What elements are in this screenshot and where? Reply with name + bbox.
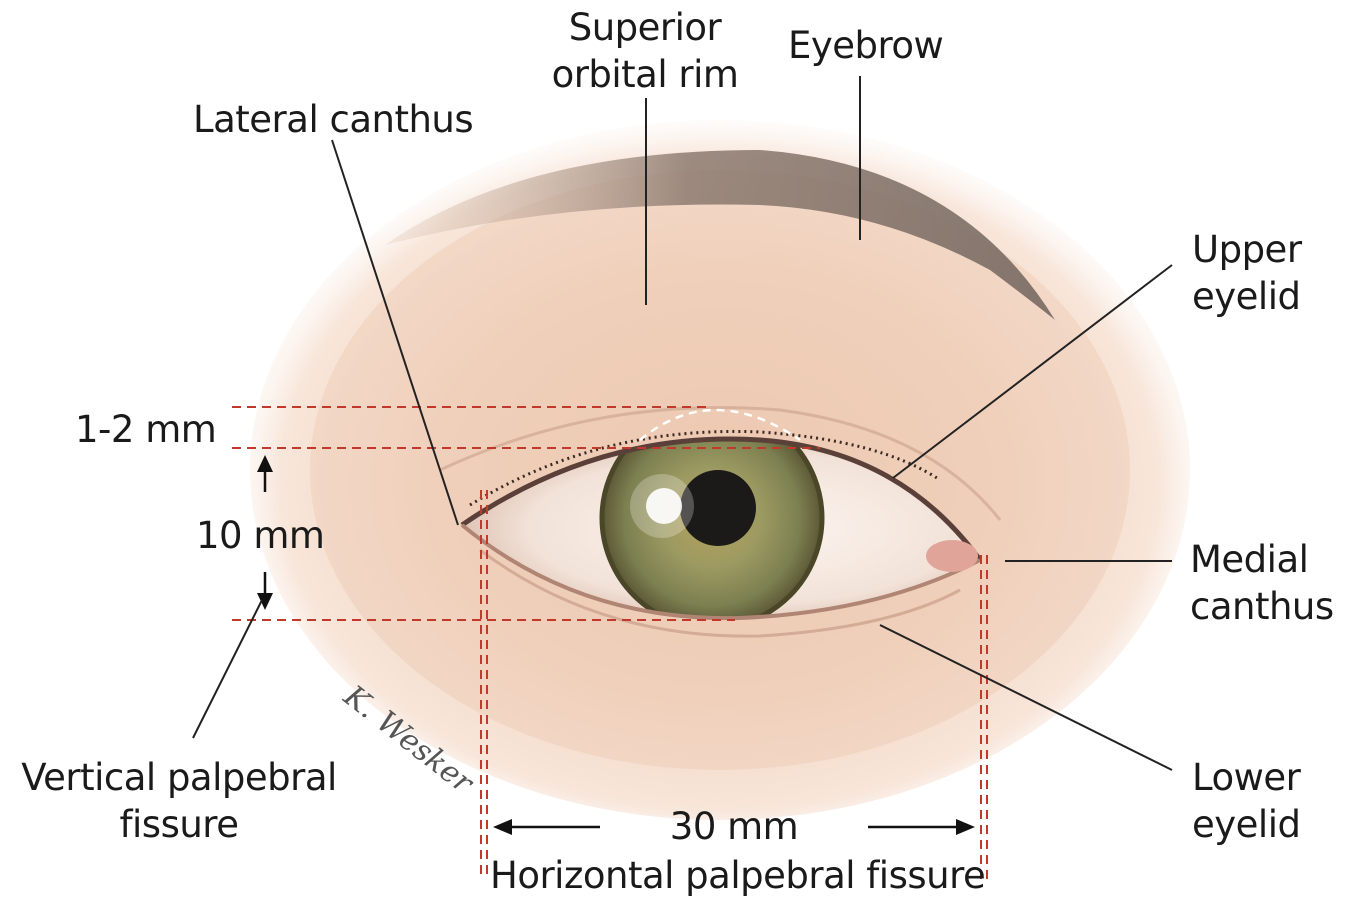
label-lower-eyelid-line1: Lower bbox=[1192, 754, 1300, 801]
label-superior-orbital-rim-line2: orbital rim bbox=[540, 51, 750, 98]
label-lower-eyelid-line2: eyelid bbox=[1192, 801, 1300, 848]
label-vertical-palpebral-fissure-line2: fissure bbox=[14, 801, 344, 848]
caruncle bbox=[926, 540, 978, 572]
label-upper-eyelid-line1: Upper bbox=[1192, 226, 1302, 273]
label-vertical-palpebral-fissure: Vertical palpebral fissure bbox=[14, 754, 344, 848]
label-lateral-canthus: Lateral canthus bbox=[193, 96, 473, 143]
arrow-vertical-down-head bbox=[257, 593, 273, 610]
label-upper-eyelid: Upper eyelid bbox=[1192, 226, 1302, 320]
label-superior-orbital-rim: Superior orbital rim bbox=[540, 4, 750, 98]
label-eyebrow: Eyebrow bbox=[788, 22, 943, 69]
label-horizontal-palpebral-fissure: Horizontal palpebral fissure bbox=[490, 852, 985, 899]
label-lid-margin-measure: 1-2 mm bbox=[75, 406, 216, 453]
label-upper-eyelid-line2: eyelid bbox=[1192, 273, 1302, 320]
leader-vertical-fissure bbox=[193, 600, 262, 738]
label-medial-canthus-line2: canthus bbox=[1190, 583, 1334, 630]
label-medial-canthus-line1: Medial bbox=[1190, 536, 1334, 583]
label-lower-eyelid: Lower eyelid bbox=[1192, 754, 1300, 848]
arrow-horizontal-left-head bbox=[493, 819, 512, 835]
label-medial-canthus: Medial canthus bbox=[1190, 536, 1334, 630]
label-superior-orbital-rim-line1: Superior bbox=[540, 4, 750, 51]
arrow-horizontal-right-head bbox=[956, 819, 975, 835]
label-horizontal-measure: 30 mm bbox=[634, 803, 834, 850]
label-vertical-measure: 10 mm bbox=[196, 512, 324, 559]
label-vertical-palpebral-fissure-line1: Vertical palpebral bbox=[14, 754, 344, 801]
